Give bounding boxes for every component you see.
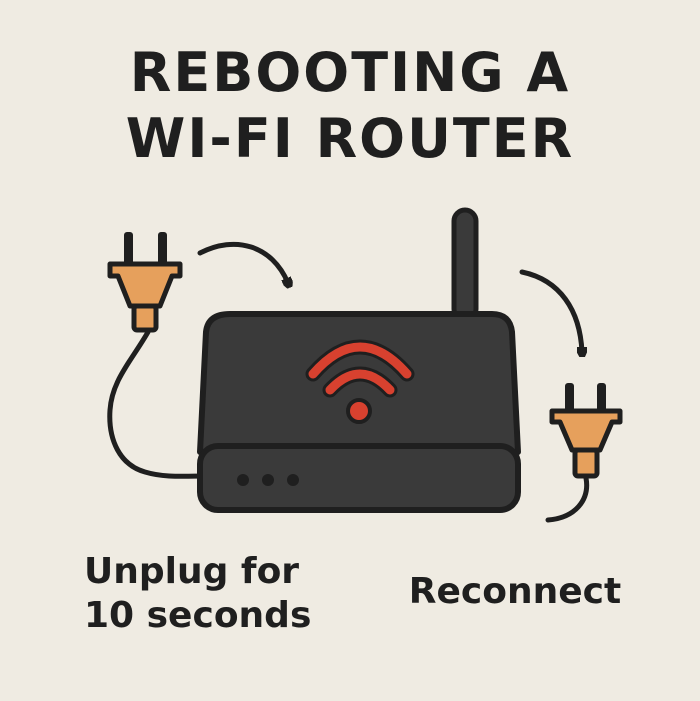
title-line-1: REBOOTING A — [129, 41, 571, 104]
router-icon — [197, 207, 521, 513]
step-unplug-caption: Unplug for 10 seconds — [84, 550, 344, 638]
step-unplug-line-1: Unplug for — [84, 551, 300, 592]
left-plug-icon — [107, 232, 213, 479]
status-light-3 — [287, 474, 299, 486]
step-unplug-line-2: 10 seconds — [84, 595, 312, 636]
arrow-unplug-icon — [197, 241, 288, 283]
status-light-1 — [237, 474, 249, 486]
right-plug-icon — [545, 383, 623, 523]
title-line-2: WI-FI ROUTER — [125, 107, 575, 170]
arrow-reconnect-icon — [519, 269, 582, 352]
page-title: REBOOTING A WI-FI ROUTER — [0, 40, 700, 172]
wifi-signal-icon — [305, 339, 415, 424]
step-reconnect-caption: Reconnect — [408, 571, 622, 612]
status-light-2 — [262, 474, 274, 486]
